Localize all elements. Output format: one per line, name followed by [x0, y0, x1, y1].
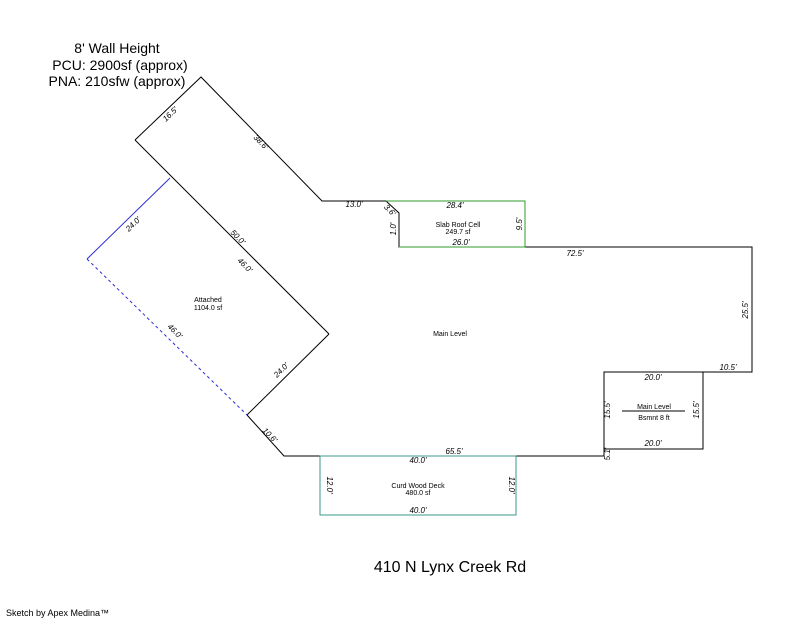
dim-label: 24.0' — [271, 361, 290, 380]
dim-label: 3.6' — [382, 203, 398, 219]
dim-label: 40.0' — [409, 506, 427, 515]
dim-label: 15.5' — [603, 401, 612, 419]
dim-label: 20.0' — [643, 373, 662, 382]
slab-area-name: Slab Roof Cell — [436, 222, 481, 229]
slab-area-size: 249.7 sf — [446, 229, 471, 236]
dim-label: 12.0' — [507, 476, 516, 494]
main-outline-lower — [246, 414, 604, 457]
dim-label: 46.0' — [166, 322, 185, 341]
attached-area-name: Attached — [194, 297, 222, 304]
dim-label: 38.6' — [252, 133, 271, 152]
garage-top-wall — [134, 139, 330, 335]
dim-label: 65.5' — [445, 447, 463, 456]
dim-label: 12.0' — [325, 476, 334, 494]
slab-roof-cell-outline — [386, 200, 526, 248]
deck-outline — [319, 455, 517, 516]
dim-label: 1.0' — [389, 222, 398, 235]
deck-area-name: Curd Wood Deck — [391, 483, 445, 490]
dim-label: 13.0' — [345, 200, 363, 209]
garage-door-dashed — [86, 258, 248, 416]
basement-area-size: Bsmnt 8 ft — [638, 415, 670, 422]
dim-label: 40.0' — [409, 456, 427, 465]
main-level-label: Main Level — [433, 331, 467, 338]
sketch-credit: Sketch by Apex Medina™ — [6, 608, 109, 618]
dim-label: 28.4' — [445, 201, 464, 210]
attached-area-size: 1104.0 sf — [194, 305, 222, 312]
dim-label: 5.1' — [603, 447, 612, 460]
dim-label: 9.5' — [515, 217, 524, 230]
dim-label: 10.6' — [261, 426, 280, 445]
basement-area-name: Main Level — [637, 404, 671, 411]
dim-label: 50.0' — [229, 228, 248, 247]
dim-label: 16.5' — [161, 105, 180, 124]
dim-label: 26.0' — [451, 238, 470, 247]
pcu-label: PCU: 2900sf (approx) — [52, 57, 187, 73]
basement-box — [603, 371, 704, 450]
dim-label: 72.5' — [566, 249, 584, 258]
pna-label: PNA: 210sfw (approx) — [49, 73, 186, 89]
dim-label: 10.5' — [719, 363, 737, 372]
main-outline — [134, 76, 753, 373]
property-address: 410 N Lynx Creek Rd — [374, 559, 526, 576]
dim-label: 15.5' — [692, 401, 701, 419]
garage-right-wall — [246, 333, 330, 416]
dim-label: 25.5' — [741, 301, 750, 320]
wall-height-label: 8' Wall Height — [74, 40, 160, 56]
dim-label: 24.0' — [123, 215, 143, 234]
garage-left-wall — [86, 177, 171, 260]
deck-area-size: 480.0 sf — [406, 490, 431, 497]
dim-label: 20.0' — [643, 439, 662, 448]
dim-label: 46.0' — [236, 256, 255, 275]
